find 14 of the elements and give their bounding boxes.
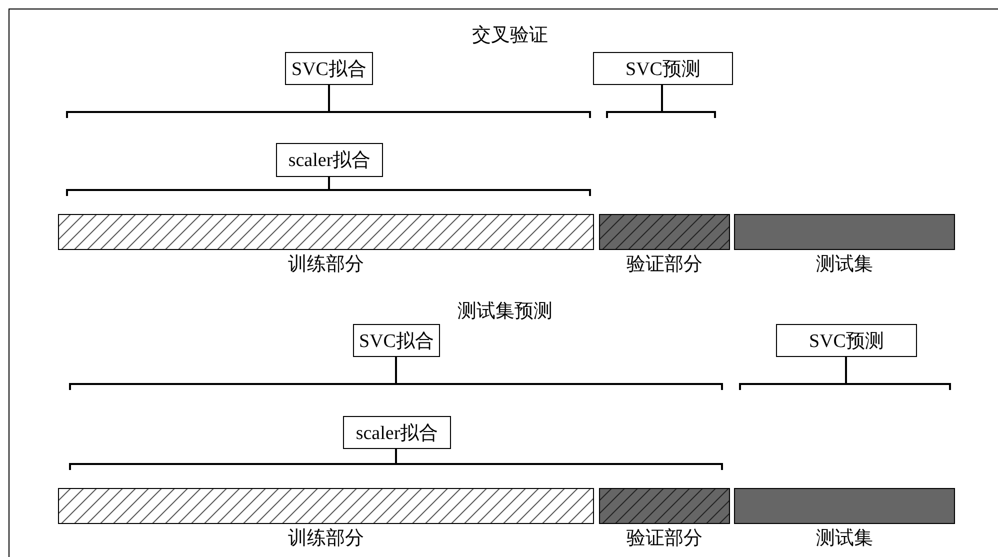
process-box: SVC预测 bbox=[593, 52, 733, 85]
process-box: SVC拟合 bbox=[353, 324, 440, 357]
process-box: scaler拟合 bbox=[276, 143, 383, 177]
process-box: scaler拟合 bbox=[343, 416, 451, 449]
process-box: SVC拟合 bbox=[285, 52, 373, 85]
segment-label: 训练部分 bbox=[287, 527, 365, 551]
segment-label: 验证部分 bbox=[626, 527, 704, 551]
segment-label: 测试集 bbox=[815, 253, 874, 277]
segment-label: 验证部分 bbox=[626, 253, 704, 277]
segment-label: 训练部分 bbox=[287, 253, 365, 277]
section-title: 测试集预测 bbox=[458, 300, 552, 324]
section-title: 交叉验证 bbox=[472, 24, 548, 48]
process-box: SVC预测 bbox=[776, 324, 917, 357]
segment-label: 测试集 bbox=[815, 527, 874, 551]
